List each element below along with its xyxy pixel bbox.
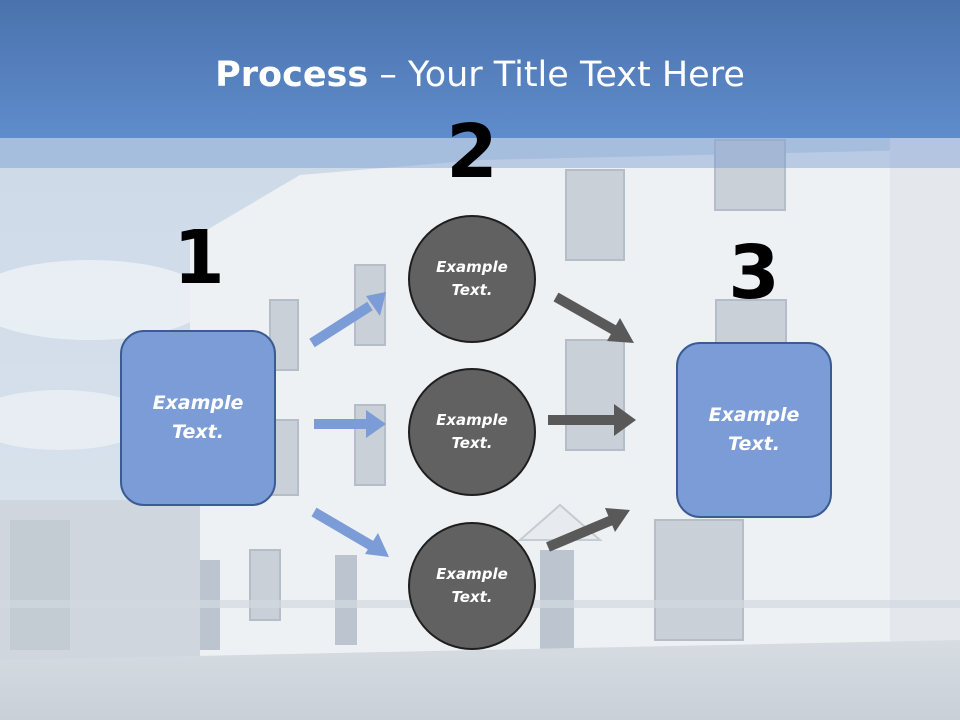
step-number-1: 1	[173, 215, 225, 301]
process-circle-middle: Example Text.	[408, 368, 536, 496]
blue-arrow-down	[311, 507, 389, 557]
slide-title: Process – Your Title Text Here	[0, 52, 960, 98]
gray-arrow-up	[546, 508, 630, 552]
step-number-2: 2	[446, 109, 498, 195]
process-circle-top: Example Text.	[408, 215, 536, 343]
step-number-3: 3	[728, 230, 780, 316]
step-3-box: Example Text.	[676, 342, 832, 518]
blue-arrow-right	[314, 410, 386, 438]
circle-top-text: Example Text.	[436, 258, 508, 299]
title-bold: Process	[215, 55, 369, 95]
title-rest: – Your Title Text Here	[368, 55, 745, 95]
step-1-text: Example Text.	[152, 392, 244, 443]
title-bar-band	[0, 138, 960, 168]
title-bar	[0, 0, 960, 138]
circle-middle-text: Example Text.	[436, 411, 508, 452]
circle-bottom-text: Example Text.	[436, 565, 508, 606]
gray-arrow-right	[548, 404, 636, 436]
process-circle-bottom: Example Text.	[408, 522, 536, 650]
step-1-box: Example Text.	[120, 330, 276, 506]
blue-arrow-up	[309, 292, 386, 348]
step-3-text: Example Text.	[708, 404, 800, 455]
gray-arrow-down	[553, 292, 634, 343]
